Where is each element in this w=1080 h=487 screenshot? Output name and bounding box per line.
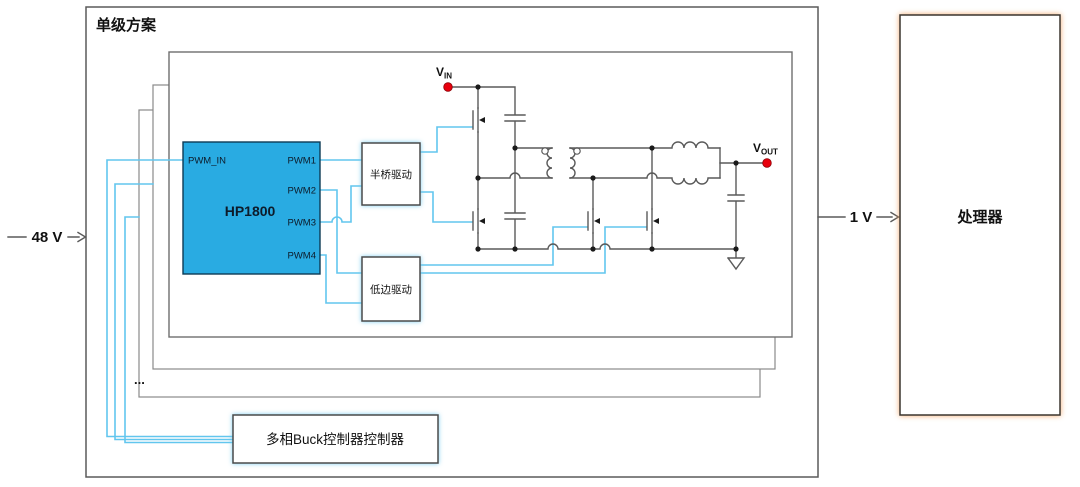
vin-rail-and-cap1 xyxy=(447,86,526,149)
wire-driver-to-sync-fet2-gate xyxy=(419,226,647,274)
low-side-driver-label: 低边驱动 xyxy=(370,283,412,296)
wire-driver-to-high-fet-gate xyxy=(419,126,473,153)
wire-driver-to-low-fet-gate xyxy=(419,191,473,223)
chip-pin-pwm1: PWM1 xyxy=(288,156,317,167)
processor-box xyxy=(899,14,1061,416)
vout-label-base: V xyxy=(753,141,761,155)
vin-label-base: V xyxy=(436,65,444,79)
cap2-branch xyxy=(504,147,526,250)
node-a-and-inductor1 xyxy=(569,141,721,149)
output-arrow-icon xyxy=(890,211,900,223)
mosfet-high-side-icon xyxy=(472,107,485,133)
wire-pwm4-to-low-side-driver xyxy=(319,254,363,304)
switch-node-to-primary xyxy=(477,172,553,179)
chip-name-label: HP1800 xyxy=(225,203,276,219)
vout-label-sub: OUT xyxy=(761,148,778,157)
hp1800-chip-box xyxy=(182,141,321,275)
vin-label-sub: IN xyxy=(444,72,452,81)
vin-terminal-dot-icon xyxy=(443,82,453,92)
hp1800-chip: PWM_IN PWM1 PWM2 PWM3 PWM4 HP1800 xyxy=(182,141,321,275)
node-b-and-inductor2 xyxy=(569,172,721,185)
low-side-driver-box xyxy=(361,256,421,322)
wire-buck-to-phase2 xyxy=(114,183,234,441)
mosfet-sync2-icon xyxy=(646,208,659,234)
secondary-polarity-dot-icon xyxy=(573,147,581,155)
wire-buck-to-phase3 xyxy=(124,216,234,444)
wire-driver-to-sync-fet1-gate xyxy=(419,226,588,266)
pwm-signal-wires xyxy=(106,126,647,444)
mosfet-low-side-icon xyxy=(472,208,485,234)
processor-block: 处理器 xyxy=(899,14,1061,416)
junction-dots xyxy=(475,84,739,252)
chip-pin-pwm4: PWM4 xyxy=(288,251,317,262)
diagram-title: 单级方案 xyxy=(96,16,157,34)
wire-pwm3-to-half-bridge-driver xyxy=(319,185,363,223)
chip-pin-pwm-in: PWM_IN xyxy=(188,156,226,167)
chip-pin-pwm3: PWM3 xyxy=(288,218,317,229)
output-voltage-label: 1 V xyxy=(850,209,873,226)
buck-controller-box xyxy=(232,414,439,464)
processor-label: 处理器 xyxy=(956,208,1003,226)
chip-pin-pwm2: PWM2 xyxy=(288,186,317,197)
vout-terminal-dot-icon xyxy=(762,158,772,168)
half-bridge-driver-label: 半桥驱动 xyxy=(370,168,412,181)
output-capacitor xyxy=(727,162,745,250)
half-bridge-driver-block: 半桥驱动 xyxy=(361,142,421,206)
input-48v: 48 V xyxy=(7,229,87,246)
vin-net-label: VIN xyxy=(436,65,452,81)
ground-rail xyxy=(477,243,737,250)
buck-controller-label: 多相Buck控制器控制器 xyxy=(266,431,405,447)
wire-buck-to-phase1 xyxy=(106,159,234,438)
half-bridge-driver-box xyxy=(361,142,421,206)
low-side-driver-block: 低边驱动 xyxy=(361,256,421,322)
primary-polarity-dot-icon xyxy=(541,147,549,155)
mosfet-sync1-icon xyxy=(587,208,600,234)
input-voltage-label: 48 V xyxy=(32,229,63,246)
output-1v: 1 V xyxy=(817,209,900,226)
wire-pwm2-to-low-side-driver xyxy=(319,189,363,274)
more-layers-ellipsis: ... xyxy=(134,372,145,387)
power-stage-circuit: VIN VOUT xyxy=(436,65,778,271)
buck-controller-block: 多相Buck控制器控制器 xyxy=(232,414,439,464)
vout-net-label: VOUT xyxy=(753,141,778,157)
input-arrow-icon xyxy=(77,231,87,243)
